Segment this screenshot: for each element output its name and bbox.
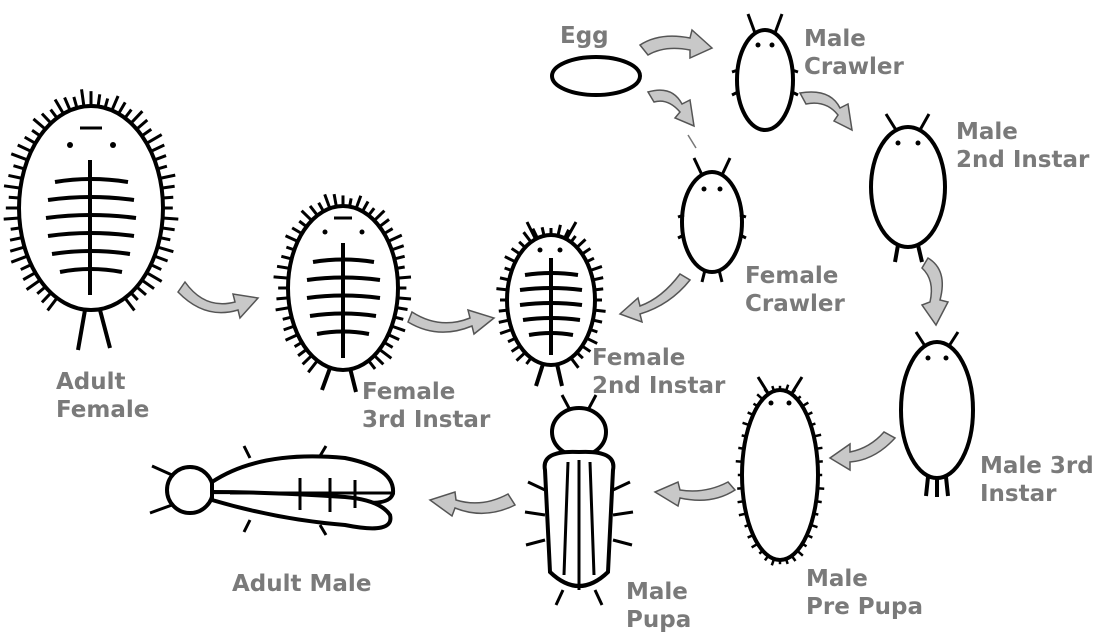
label-line: Male <box>956 118 1089 146</box>
label-line: Pre Pupa <box>806 593 923 621</box>
egg-shape <box>552 57 640 95</box>
label-male-pre-pupa: Male Pre Pupa <box>806 565 923 621</box>
label-adult-male-text: Adult Male <box>232 570 371 598</box>
male-pre-pupa-illustration <box>736 377 824 565</box>
label-line: Crawler <box>804 53 904 81</box>
arrow-male-2nd-to-male-3rd-instar <box>922 258 948 325</box>
arrow-male-3rd-instar-to-pre-pupa <box>830 432 895 470</box>
arrow-female-3rd-instar-to-adult-female <box>178 282 258 318</box>
arrow-female-crawler-to-female-2nd-instar <box>620 274 690 322</box>
label-line: 2nd Instar <box>592 372 725 400</box>
arrow-pupa-to-adult-male <box>430 492 515 516</box>
arrow-female-2nd-to-female-3rd-instar <box>408 310 494 334</box>
female-crawler-illustration <box>678 158 746 282</box>
label-line: Female <box>592 344 725 372</box>
arrow-egg-to-male-crawler <box>640 30 712 58</box>
label-line: Male 3rd <box>980 452 1094 480</box>
label-line: 2nd Instar <box>956 146 1089 174</box>
label-line: Pupa <box>626 606 691 634</box>
label-female-2nd-instar: Female 2nd Instar <box>592 344 725 400</box>
label-egg: Egg <box>560 22 609 50</box>
male-pupa-illustration <box>525 395 633 605</box>
female-3rd-instar-illustration <box>274 194 411 392</box>
label-line: Female <box>56 396 149 424</box>
label-male-crawler: Male Crawler <box>804 25 904 81</box>
label-line: 3rd Instar <box>362 406 490 434</box>
label-male-2nd-instar: Male 2nd Instar <box>956 118 1089 174</box>
label-female-3rd-instar: Female 3rd Instar <box>362 378 490 434</box>
label-male-pupa: Male Pupa <box>626 578 691 634</box>
label-line: Male <box>804 25 904 53</box>
male-2nd-instar-illustration <box>871 114 945 262</box>
label-egg-text: Egg <box>560 22 609 50</box>
label-adult-female: Adult Female <box>56 368 149 424</box>
arrow-pre-pupa-to-pupa <box>655 482 735 506</box>
label-line: Female <box>745 262 845 290</box>
label-line: Male <box>806 565 923 593</box>
label-female-crawler: Female Crawler <box>745 262 845 318</box>
arrow-egg-to-female-crawler <box>648 90 696 148</box>
label-male-3rd-instar: Male 3rd Instar <box>980 452 1094 508</box>
male-3rd-instar-illustration <box>901 332 973 497</box>
label-line: Adult <box>56 368 149 396</box>
adult-female-illustration <box>4 89 179 350</box>
adult-male-illustration <box>150 446 395 535</box>
label-line: Instar <box>980 480 1094 508</box>
label-line: Male <box>626 578 691 606</box>
male-crawler-illustration <box>732 14 798 130</box>
label-line: Crawler <box>745 290 845 318</box>
label-adult-male: Adult Male <box>232 570 371 598</box>
label-line: Female <box>362 378 490 406</box>
female-2nd-instar-illustration <box>496 222 605 386</box>
arrow-male-crawler-to-male-2nd-instar <box>800 92 852 130</box>
